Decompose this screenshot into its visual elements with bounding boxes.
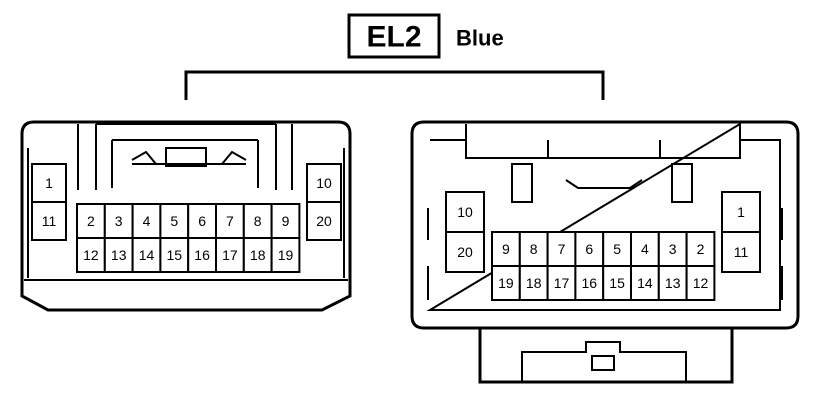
left-connector bbox=[20, 120, 352, 312]
pin-number: 3 bbox=[115, 213, 123, 229]
pin-number: 20 bbox=[316, 213, 332, 229]
pin-cell bbox=[546, 265, 577, 301]
right-connector-slot bbox=[511, 163, 533, 203]
right-connector-slot bbox=[671, 163, 693, 203]
pin-cell bbox=[685, 231, 716, 267]
pin-number: 10 bbox=[457, 204, 473, 220]
pin-cell bbox=[159, 203, 190, 239]
pin-number: 7 bbox=[226, 213, 234, 229]
pin-number: 9 bbox=[282, 213, 290, 229]
pin-number: 12 bbox=[83, 247, 99, 263]
right-connector-rail bbox=[427, 208, 783, 300]
pin-number: 20 bbox=[457, 244, 473, 260]
pin-number: 19 bbox=[498, 275, 514, 291]
pin-number: 18 bbox=[526, 275, 542, 291]
pin-number: 19 bbox=[278, 247, 294, 263]
pin-cell bbox=[685, 265, 716, 301]
right-connector-bottom-tab bbox=[478, 328, 734, 384]
pin-number: 5 bbox=[170, 213, 178, 229]
pin-number: 3 bbox=[669, 241, 677, 257]
pin-number: 9 bbox=[502, 241, 510, 257]
pin-number: 7 bbox=[558, 241, 566, 257]
pin-cell bbox=[602, 265, 633, 301]
connector-code-box bbox=[347, 13, 441, 59]
pin-number: 4 bbox=[641, 241, 649, 257]
pin-cell bbox=[574, 265, 605, 301]
left-connector-lock bbox=[165, 147, 207, 167]
pin-cell bbox=[270, 203, 301, 239]
pin-number: 17 bbox=[222, 247, 238, 263]
right-connector-bottom-key bbox=[591, 355, 615, 371]
left-connector-latch-frame bbox=[77, 123, 293, 190]
pin-number: 2 bbox=[697, 241, 705, 257]
pin-cell bbox=[721, 231, 761, 273]
pin-cell bbox=[131, 203, 162, 239]
pin-number: 8 bbox=[530, 241, 538, 257]
connector-label: EL2 Blue bbox=[347, 13, 504, 59]
pin-number: 6 bbox=[198, 213, 206, 229]
pin-number: 11 bbox=[734, 244, 749, 260]
pin-cell bbox=[159, 237, 190, 273]
pin-cell bbox=[306, 201, 342, 241]
pin-number: 12 bbox=[693, 275, 709, 291]
pin-number: 18 bbox=[250, 247, 266, 263]
pin-number: 11 bbox=[42, 213, 57, 229]
view-bracket bbox=[184, 70, 605, 100]
pin-number: 5 bbox=[613, 241, 621, 257]
left-connector-rail bbox=[27, 148, 345, 278]
pin-number: 4 bbox=[143, 213, 151, 229]
pin-number: 10 bbox=[316, 175, 332, 191]
pin-number: 13 bbox=[111, 247, 127, 263]
right-connector-housing bbox=[410, 120, 800, 330]
connector-color: Blue bbox=[456, 26, 504, 51]
right-connector-lock bbox=[565, 179, 643, 189]
pin-number: 14 bbox=[637, 275, 653, 291]
pin-cell bbox=[270, 237, 301, 273]
pin-number: 14 bbox=[139, 247, 155, 263]
left-connector-housing bbox=[20, 120, 352, 312]
pin-number: 16 bbox=[194, 247, 210, 263]
pin-number: 1 bbox=[737, 204, 745, 220]
pin-cell bbox=[31, 201, 67, 241]
pin-number: 15 bbox=[609, 275, 625, 291]
pin-cell bbox=[445, 231, 485, 273]
pin-cell bbox=[76, 203, 106, 239]
pin-number: 15 bbox=[167, 247, 183, 263]
pin-cell bbox=[131, 237, 162, 273]
left-connector-latch-inner bbox=[111, 139, 259, 188]
pin-number: 1 bbox=[45, 175, 53, 191]
left-connector-latch-tab bbox=[131, 150, 247, 165]
pin-cell bbox=[103, 237, 134, 273]
pin-number: 13 bbox=[665, 275, 681, 291]
right-connector-bottom-latch bbox=[521, 341, 687, 382]
pin-number: 2 bbox=[87, 213, 95, 229]
pin-number: 17 bbox=[554, 275, 570, 291]
pin-number: 16 bbox=[582, 275, 598, 291]
pin-cell bbox=[518, 265, 549, 301]
pin-cell bbox=[76, 237, 106, 273]
connector-code: EL2 bbox=[366, 21, 421, 54]
pin-cell bbox=[491, 231, 521, 267]
pin-number: 8 bbox=[254, 213, 262, 229]
pin-number: 6 bbox=[585, 241, 593, 257]
right-connector bbox=[410, 120, 800, 384]
pin-cell bbox=[630, 265, 660, 301]
right-connector-inner-frame bbox=[426, 122, 781, 311]
